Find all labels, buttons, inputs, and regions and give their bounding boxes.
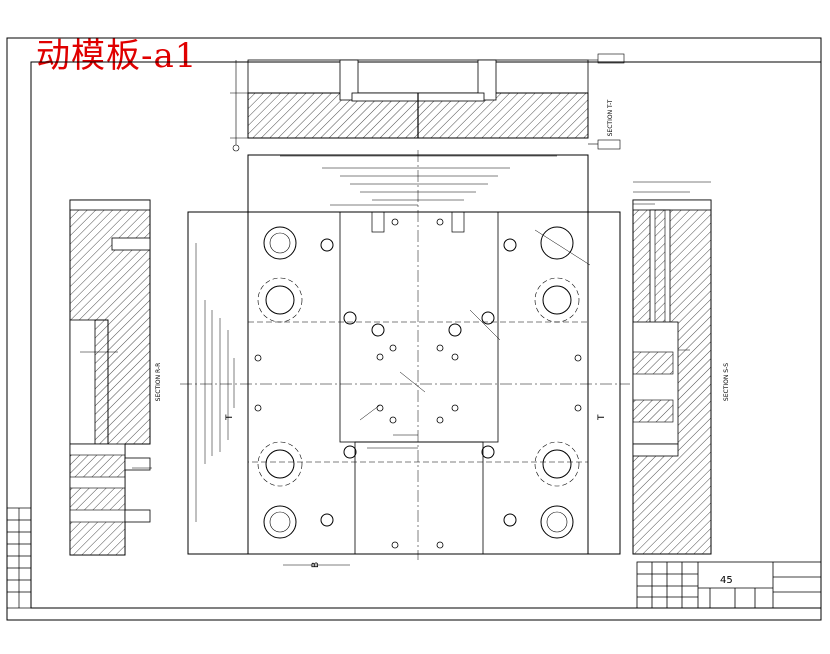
section-r-r-label: SECTION R-R — [155, 363, 162, 402]
sheet-border — [6, 37, 822, 621]
title-block-material: 45 — [720, 575, 733, 586]
revision-table — [6, 507, 32, 609]
section-r-r-view — [69, 199, 152, 556]
section-t-t-view — [230, 53, 625, 152]
section-s-s-label: SECTION S-S — [723, 363, 730, 401]
title-block — [636, 561, 822, 609]
section-mark-b: B — [311, 562, 321, 568]
drawing-title: 动模板-a1 — [36, 36, 198, 76]
plan-view — [180, 150, 630, 566]
section-mark-t-right: T — [597, 414, 607, 421]
section-mark-t-left: T — [225, 414, 235, 421]
section-t-t-label: SECTION T-T — [607, 99, 614, 136]
section-s-s-view — [632, 181, 712, 555]
